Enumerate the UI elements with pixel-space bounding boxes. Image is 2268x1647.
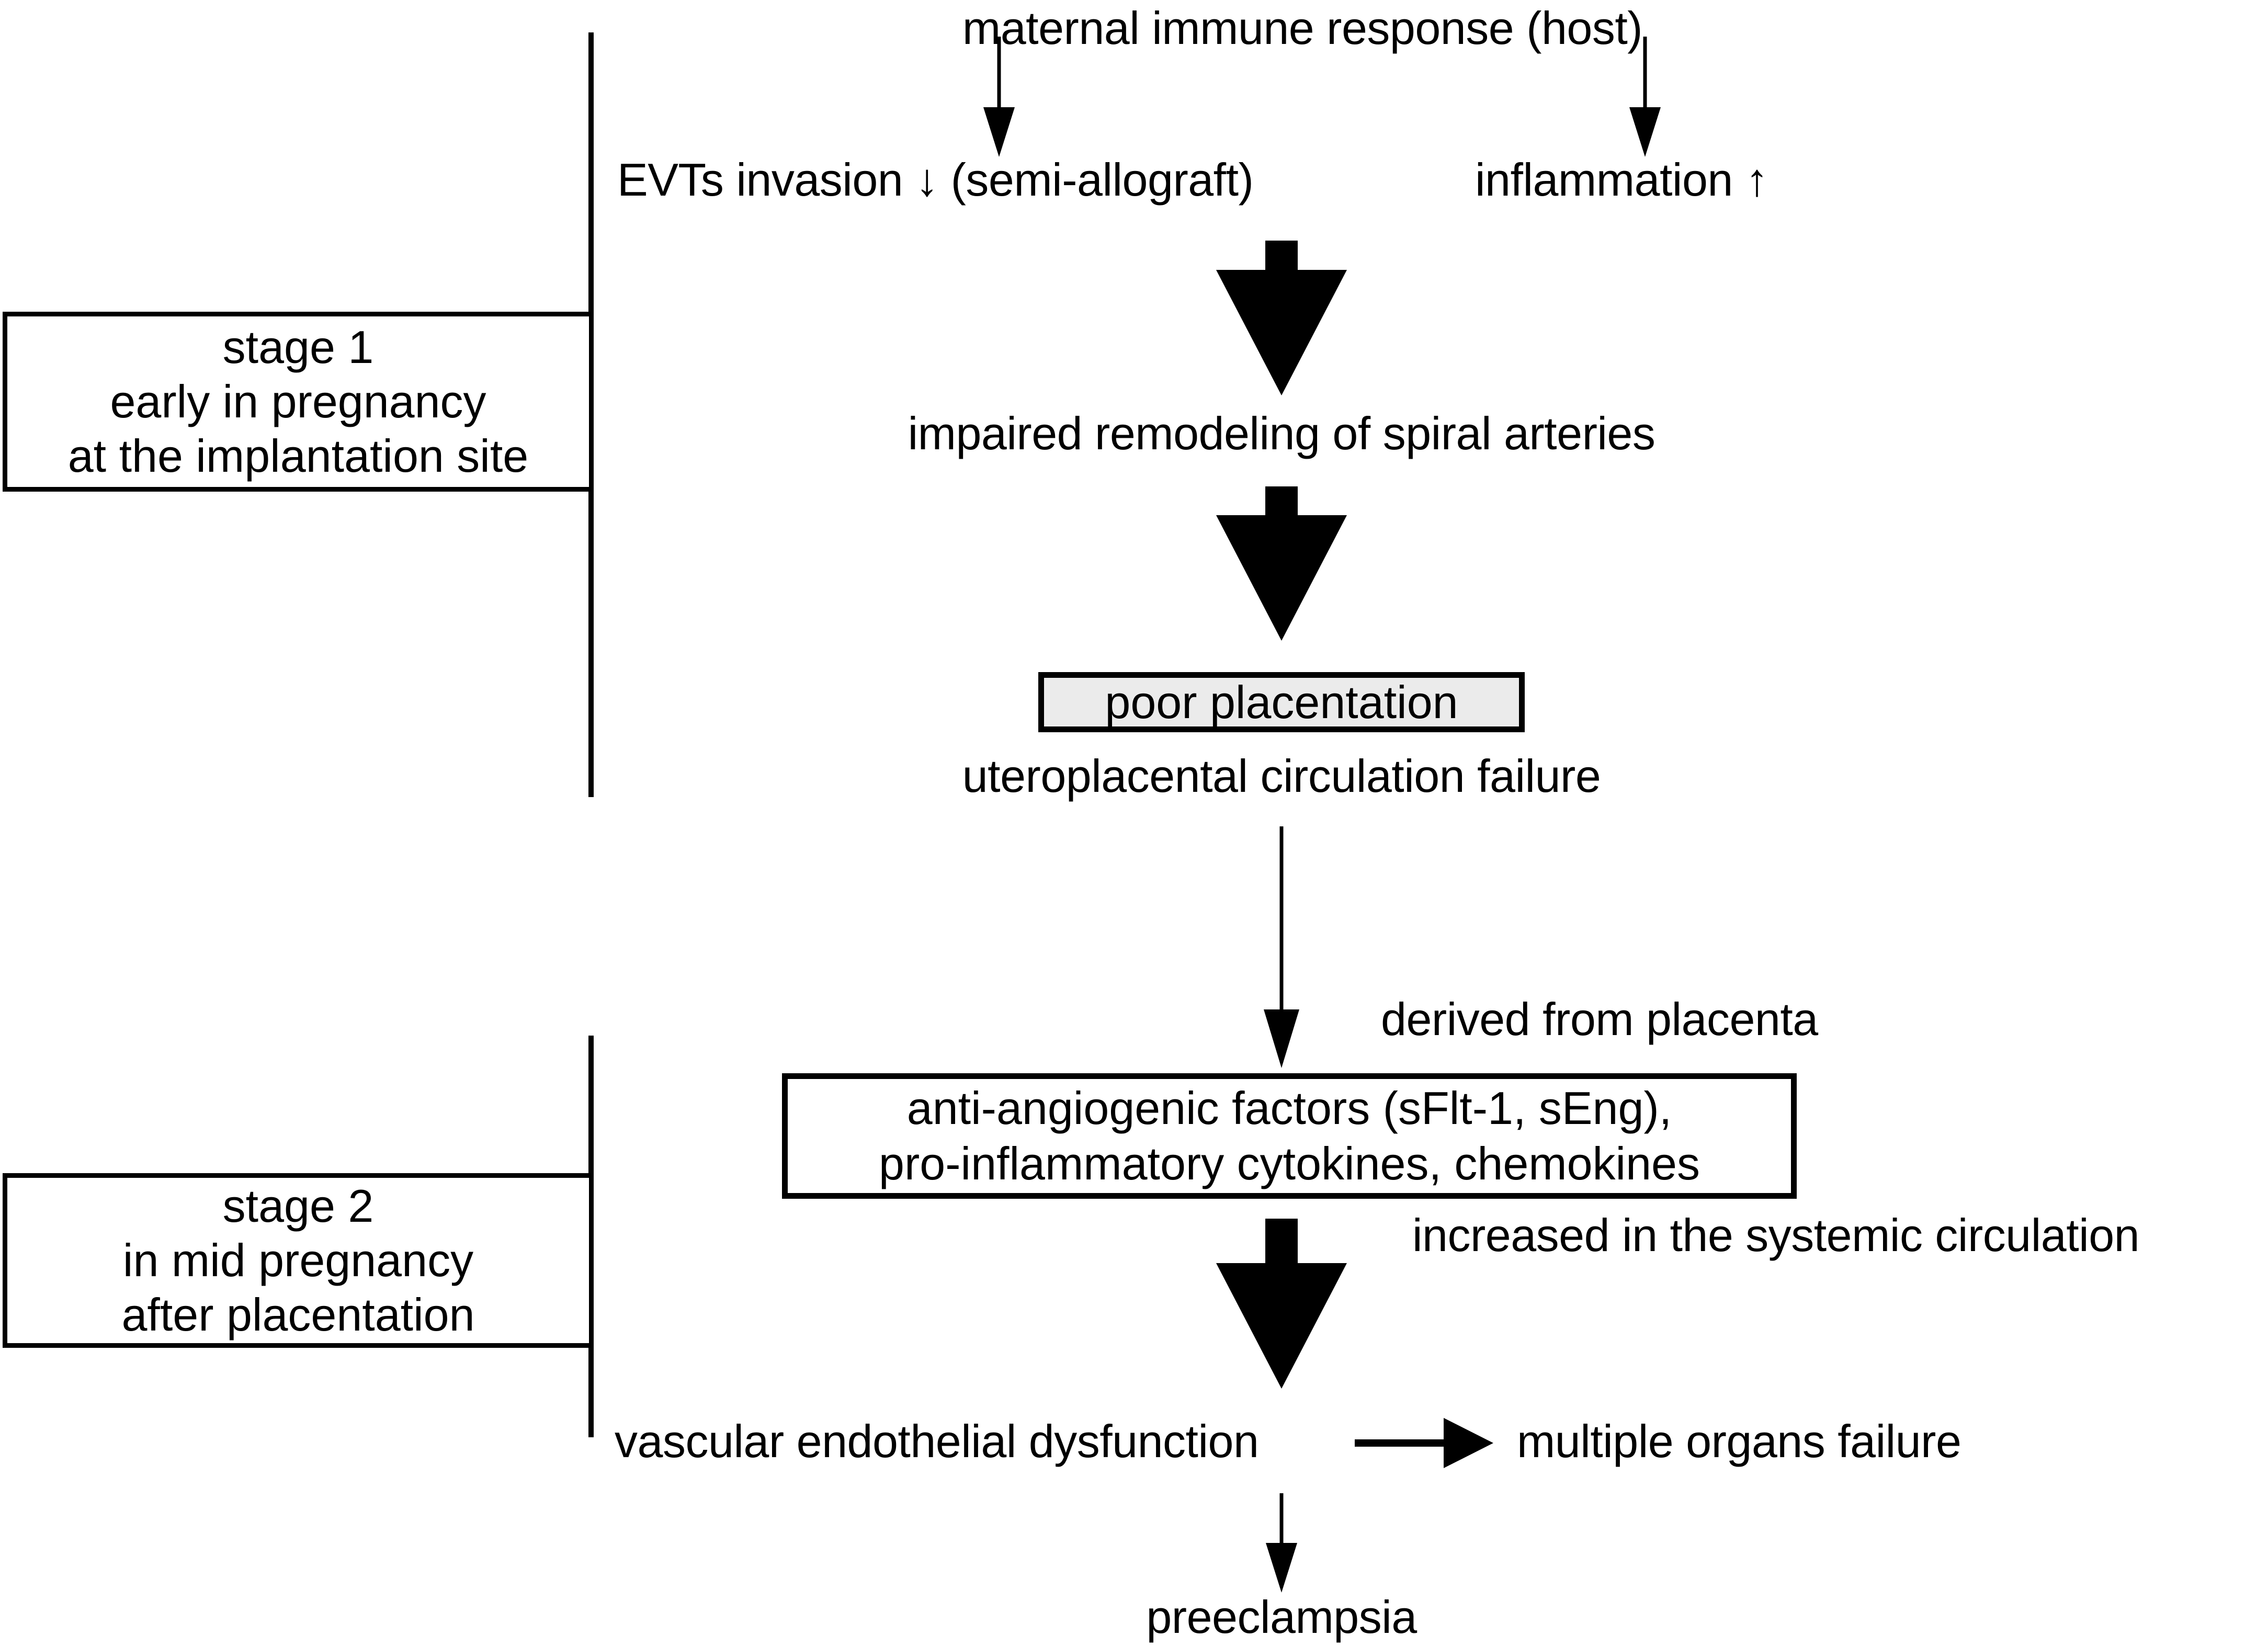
arrow-maternal-to-inflammation-head (1629, 107, 1661, 157)
node-inflammation: inflammation ↑ (1475, 154, 1768, 206)
arrow-to-preeclampsia-head (1266, 1543, 1297, 1593)
stage2-line-3: after placentation (121, 1288, 475, 1341)
arrow-to-vascular-dysfunction-head (1216, 1263, 1347, 1389)
stage2-box: stage 2 in mid pregnancy after placentat… (3, 1173, 594, 1348)
node-uteroplacental-failure: uteroplacental circulation failure (962, 750, 1601, 802)
node-factors-box: anti-angiogenic factors (sFlt-1, sEng), … (782, 1073, 1797, 1199)
stage1-line-3: at the implantation site (67, 429, 529, 482)
stage1-line-2: early in pregnancy (110, 376, 486, 428)
node-maternal-immune-response: maternal immune response (host) (962, 2, 1643, 54)
node-multiple-organs-failure: multiple organs failure (1517, 1415, 1961, 1467)
arrow-to-impaired-remodeling-head (1216, 270, 1347, 395)
arrow-to-factors-shaft (1279, 826, 1284, 1015)
node-factors-line-1: anti-angiogenic factors (sFlt-1, sEng), (906, 1082, 1672, 1134)
arrow-to-organ-failure-head (1444, 1418, 1493, 1468)
node-poor-placentation-label: poor placentation (1105, 676, 1458, 728)
arrow-to-poor-placentation-head (1216, 515, 1347, 641)
arrow-maternal-to-inflammation-shaft (1643, 37, 1647, 112)
node-impaired-remodeling: impaired remodeling of spiral arteries (908, 407, 1655, 459)
arrow-to-preeclampsia-shaft (1279, 1493, 1284, 1548)
annotation-derived-from-placenta: derived from placenta (1381, 993, 1818, 1045)
stage2-line-1: stage 2 (222, 1180, 374, 1232)
arrow-to-impaired-remodeling-shaft (1265, 241, 1298, 272)
annotation-increased-systemic-circulation: increased in the systemic circulation (1412, 1209, 2140, 1261)
stage1-line-1: stage 1 (222, 321, 374, 373)
arrow-to-poor-placentation-shaft (1265, 486, 1298, 517)
node-preeclampsia: preeclampsia (1146, 1591, 1417, 1643)
node-poor-placentation-box: poor placentation (1038, 672, 1525, 732)
arrow-maternal-to-evts-shaft (997, 37, 1001, 112)
node-factors-line-2: pro-inflammatory cytokines, chemokines (879, 1138, 1700, 1189)
arrow-to-organ-failure-shaft (1355, 1439, 1446, 1447)
stage2-line-2: in mid pregnancy (122, 1234, 474, 1287)
arrow-maternal-to-evts-head (983, 107, 1015, 157)
node-evts-invasion: EVTs invasion ↓ (semi-allograft) (617, 154, 1254, 206)
stage1-box: stage 1 early in pregnancy at the implan… (3, 312, 594, 492)
arrow-to-factors-head (1264, 1009, 1299, 1068)
arrow-to-vascular-dysfunction-shaft (1265, 1219, 1298, 1266)
node-vascular-endothelial-dysfunction: vascular endothelial dysfunction (615, 1415, 1259, 1467)
